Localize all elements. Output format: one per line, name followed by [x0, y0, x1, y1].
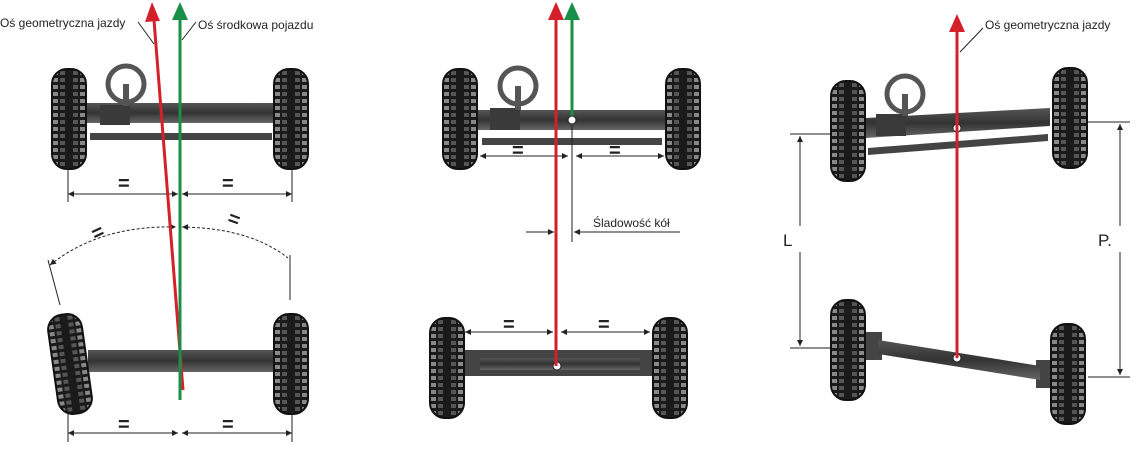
rear-axle-assembly: [830, 299, 1086, 425]
wheel-rear-right: [1050, 323, 1086, 425]
geometric-axis-line: [152, 19, 185, 391]
svg-text:=: =: [118, 173, 130, 195]
wheel-rear-left: [45, 311, 95, 417]
wheel-front-right: [1052, 67, 1088, 169]
svg-text:=: =: [503, 314, 515, 336]
svg-text:=: =: [118, 414, 130, 436]
geometric-axis-label: Oś geometryczna jazdy: [0, 16, 125, 30]
wheel-front-left: [830, 80, 866, 182]
svg-text:=: =: [512, 140, 524, 162]
rear-track-dimension: = =: [67, 410, 293, 442]
svg-text:=: =: [609, 140, 621, 162]
geometric-axis-label: Oś geometryczna jazdy: [985, 18, 1110, 32]
left-wheelbase-dimension: L: [783, 133, 830, 349]
geometric-axis-arrow-icon: [548, 2, 564, 20]
rear-track-dimension: = =: [465, 314, 650, 336]
front-axle-assembly: [830, 67, 1088, 182]
right-wheelbase-dimension: P.: [1088, 121, 1134, 378]
wheelbase-right-label: P.: [1098, 231, 1112, 250]
wheel-track-dimension: Śladowość kół: [526, 215, 680, 235]
wheel-rear-left: [830, 299, 866, 401]
wheel-rear-right: [652, 317, 688, 419]
wheel-front-left: [442, 68, 478, 170]
wheel-front-left: [51, 68, 87, 170]
wheel-front-right: [665, 68, 701, 170]
svg-text:=: =: [598, 314, 610, 336]
steering-wheel-icon: [105, 63, 147, 106]
front-track-dimension: = =: [67, 168, 293, 202]
wheelbase-left-label: L: [783, 231, 792, 250]
center-axis-arrow-icon: [564, 2, 580, 20]
angle-dimension: = =: [47, 207, 291, 306]
panel-wheel-track: = = = = Śladowość kół: [429, 2, 701, 419]
center-axis-label: Oś środkowa pojazdu: [198, 18, 313, 32]
svg-text:=: =: [225, 207, 244, 232]
front-track-dimension: = =: [480, 140, 664, 162]
wheel-rear-left: [429, 317, 465, 419]
svg-text:=: =: [88, 220, 108, 245]
rear-axle-assembly: [45, 311, 309, 417]
geometric-axis-arrow-icon: [949, 14, 965, 32]
steering-wheel-icon: [497, 65, 539, 110]
geometric-axis-arrow-icon: [145, 2, 160, 22]
center-axis-arrow-icon: [172, 2, 188, 20]
svg-text:=: =: [222, 173, 234, 195]
rear-axle-assembly: [429, 317, 688, 419]
wheel-rear-right: [273, 313, 309, 415]
wheel-track-label: Śladowość kół: [593, 215, 670, 230]
svg-text:=: =: [222, 414, 234, 436]
wheel-front-right: [273, 68, 309, 170]
panel-axle-misalignment: Oś geometryczna jazdy L P.: [783, 14, 1134, 425]
panel-front-axle-offset: = = = = = = Oś geometryczna jazdy Oś śro…: [0, 2, 313, 442]
steering-wheel-icon: [884, 73, 926, 116]
